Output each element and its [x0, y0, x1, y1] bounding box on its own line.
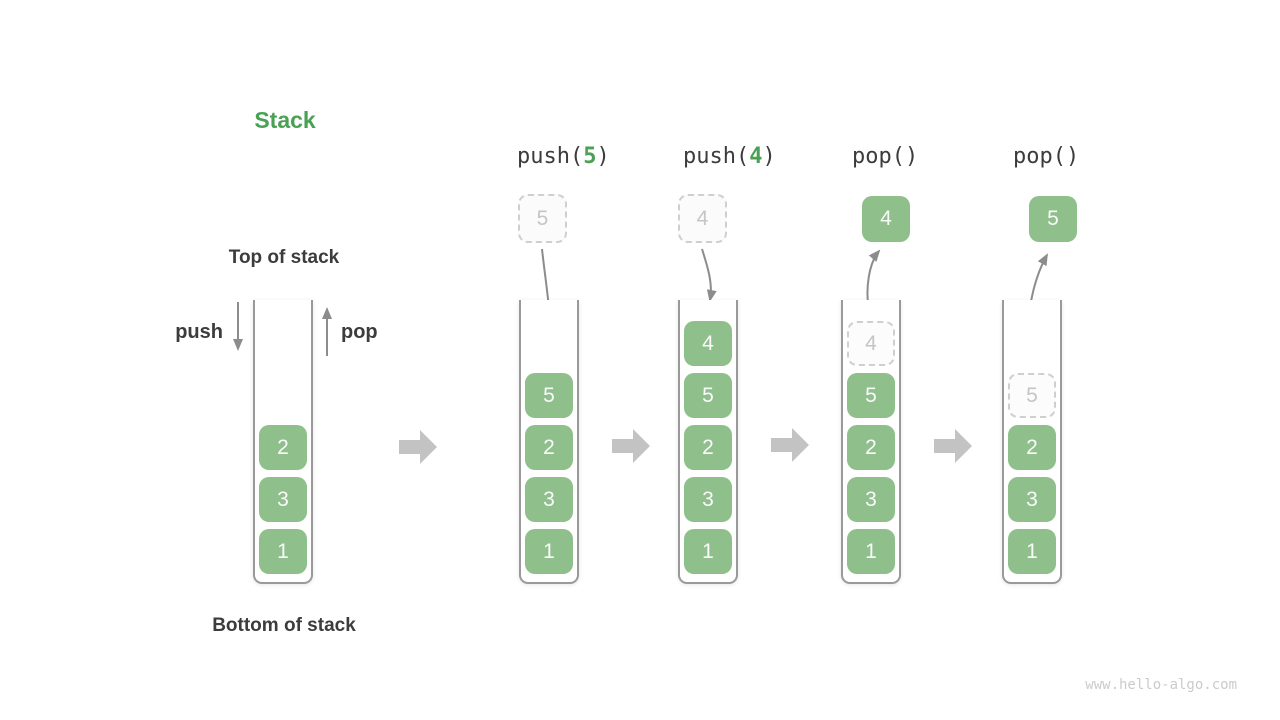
- stack-item: 4: [684, 321, 732, 366]
- op-label-pop-5: pop(): [1013, 144, 1079, 169]
- op-prefix: pop(: [852, 144, 905, 169]
- step-transition-arrow-icon: [612, 429, 650, 463]
- stack-item: 1: [259, 529, 307, 574]
- push-label: push: [175, 321, 223, 343]
- stack-item: 1: [684, 529, 732, 574]
- stack-item: 1: [525, 529, 573, 574]
- stack-container-after-pop-4: 4 5 2 3 1: [841, 300, 901, 584]
- popped-item-box: 5: [1029, 196, 1077, 242]
- op-arg: 4: [749, 144, 763, 169]
- stack-item: 5: [684, 373, 732, 418]
- op-suffix: ): [1065, 144, 1080, 169]
- stack-item: 1: [847, 529, 895, 574]
- stack-item: 3: [259, 477, 307, 522]
- removed-item-ghost: 4: [847, 321, 895, 366]
- stack-item: 3: [847, 477, 895, 522]
- stack-item: 3: [1008, 477, 1056, 522]
- op-label-pop-4: pop(): [852, 144, 918, 169]
- stack-container-after-pop-5: 5 2 3 1: [1002, 300, 1062, 584]
- top-of-stack-label: Top of stack: [228, 247, 340, 268]
- op-suffix: ): [596, 144, 610, 169]
- stack-item: 5: [525, 373, 573, 418]
- stack-item: 2: [684, 425, 732, 470]
- incoming-item-box: 5: [518, 194, 567, 243]
- stack-container-after-push-4: 4 5 2 3 1: [678, 300, 738, 584]
- stack-item: 1: [1008, 529, 1056, 574]
- pop-label: pop: [341, 321, 378, 343]
- stack-item: 2: [847, 425, 895, 470]
- stack-container-after-push-5: 5 2 3 1: [519, 300, 579, 584]
- op-suffix: ): [904, 144, 919, 169]
- op-prefix: pop(: [1013, 144, 1066, 169]
- op-prefix: push(: [683, 144, 750, 169]
- stack-item: 3: [525, 477, 573, 522]
- stack-item: 2: [1008, 425, 1056, 470]
- push-4-motion-arrow: [701, 248, 717, 302]
- stack-item: 2: [525, 425, 573, 470]
- step-transition-arrow-icon: [934, 429, 972, 463]
- step-transition-arrow-icon: [771, 428, 809, 462]
- step-transition-arrow-icon: [399, 430, 437, 464]
- op-label-push-5: push(5): [517, 144, 610, 169]
- stack-item: 2: [259, 425, 307, 470]
- watermark: www.hello-algo.com: [1085, 677, 1237, 693]
- op-prefix: push(: [517, 144, 584, 169]
- stack-container-initial: 2 3 1: [253, 300, 313, 584]
- bottom-of-stack-label: Bottom of stack: [212, 615, 356, 636]
- stack-item: 5: [847, 373, 895, 418]
- op-arg: 5: [583, 144, 597, 169]
- op-label-push-4: push(4): [683, 144, 776, 169]
- stack-item: 3: [684, 477, 732, 522]
- op-suffix: ): [762, 144, 776, 169]
- popped-item-box: 4: [862, 196, 910, 242]
- removed-item-ghost: 5: [1008, 373, 1056, 418]
- incoming-item-box: 4: [678, 194, 727, 243]
- diagram-title: Stack: [254, 107, 316, 133]
